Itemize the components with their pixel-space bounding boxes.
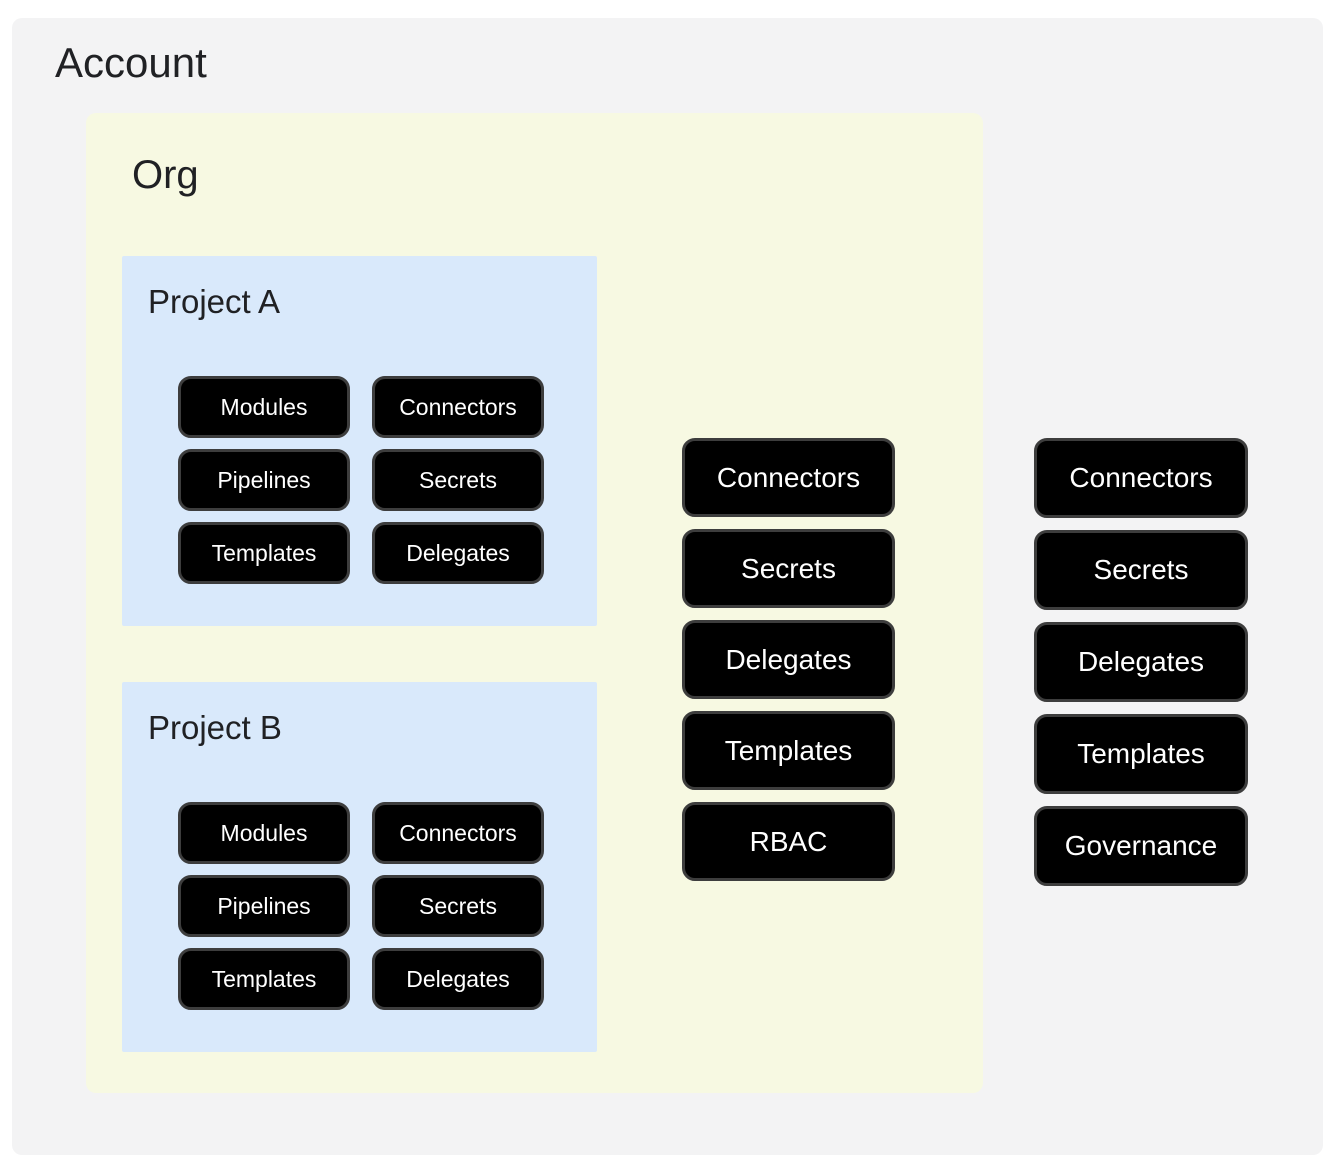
project-a-pipelines-pill: Pipelines — [178, 449, 350, 511]
account-secrets-pill: Secrets — [1034, 530, 1248, 610]
org-rbac-pill: RBAC — [682, 802, 895, 881]
org-level-button-column: Connectors Secrets Delegates Templates R… — [682, 438, 895, 881]
org-container: Org Project A Modules Connectors Pipelin… — [86, 113, 983, 1093]
org-title: Org — [132, 153, 199, 197]
project-b-title: Project B — [148, 709, 282, 746]
account-delegates-pill: Delegates — [1034, 622, 1248, 702]
account-templates-pill: Templates — [1034, 714, 1248, 794]
project-a-button-grid: Modules Connectors Pipelines Secrets Tem… — [178, 376, 544, 584]
org-secrets-pill: Secrets — [682, 529, 895, 608]
project-a-delegates-pill: Delegates — [372, 522, 544, 584]
project-a-secrets-pill: Secrets — [372, 449, 544, 511]
account-level-button-column: Connectors Secrets Delegates Templates G… — [1034, 438, 1248, 886]
org-connectors-pill: Connectors — [682, 438, 895, 517]
project-a-modules-pill: Modules — [178, 376, 350, 438]
account-governance-pill: Governance — [1034, 806, 1248, 886]
project-a-templates-pill: Templates — [178, 522, 350, 584]
project-b-container: Project B Modules Connectors Pipelines S… — [122, 682, 597, 1052]
account-container: Account Org Project A Modules Connectors… — [12, 18, 1323, 1155]
org-delegates-pill: Delegates — [682, 620, 895, 699]
project-a-connectors-pill: Connectors — [372, 376, 544, 438]
project-b-templates-pill: Templates — [178, 948, 350, 1010]
account-title: Account — [55, 39, 207, 86]
project-b-delegates-pill: Delegates — [372, 948, 544, 1010]
org-templates-pill: Templates — [682, 711, 895, 790]
account-connectors-pill: Connectors — [1034, 438, 1248, 518]
project-b-connectors-pill: Connectors — [372, 802, 544, 864]
project-b-pipelines-pill: Pipelines — [178, 875, 350, 937]
project-b-secrets-pill: Secrets — [372, 875, 544, 937]
project-b-modules-pill: Modules — [178, 802, 350, 864]
project-a-title: Project A — [148, 283, 281, 320]
project-b-button-grid: Modules Connectors Pipelines Secrets Tem… — [178, 802, 544, 1010]
project-a-container: Project A Modules Connectors Pipelines S… — [122, 256, 597, 626]
